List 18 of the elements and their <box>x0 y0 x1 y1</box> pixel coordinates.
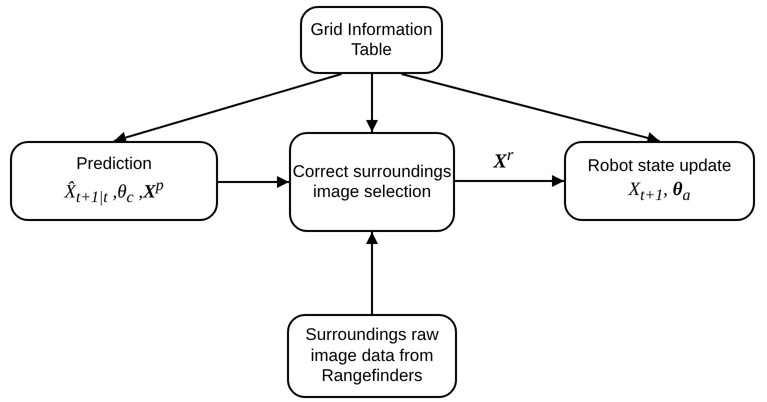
arrow <box>114 73 342 144</box>
box-label: Robot state update <box>588 156 732 177</box>
process-box <box>287 314 457 398</box>
arrow <box>401 73 660 144</box>
process-box <box>289 132 455 232</box>
process-box <box>10 141 218 221</box>
arrow <box>366 74 378 132</box>
process-box <box>564 141 755 221</box>
box-label: Grid Information Table <box>310 20 434 60</box>
box-label: Surroundings raw image data from Rangefinders <box>304 325 440 387</box>
arrow <box>455 175 564 187</box>
box-label: Correct surroundings image selection <box>292 162 452 202</box>
process-box <box>300 6 443 74</box>
arrow <box>218 176 289 188</box>
math-formula: X$_{t+1}$, θ$_{a}$ <box>628 178 690 206</box>
math-formula: X̂$_{t+1|t}$ ,θ$_{c}$ ,X$^{p}$ <box>64 176 164 208</box>
box-label: Prediction <box>76 154 152 175</box>
arrow <box>366 232 378 314</box>
